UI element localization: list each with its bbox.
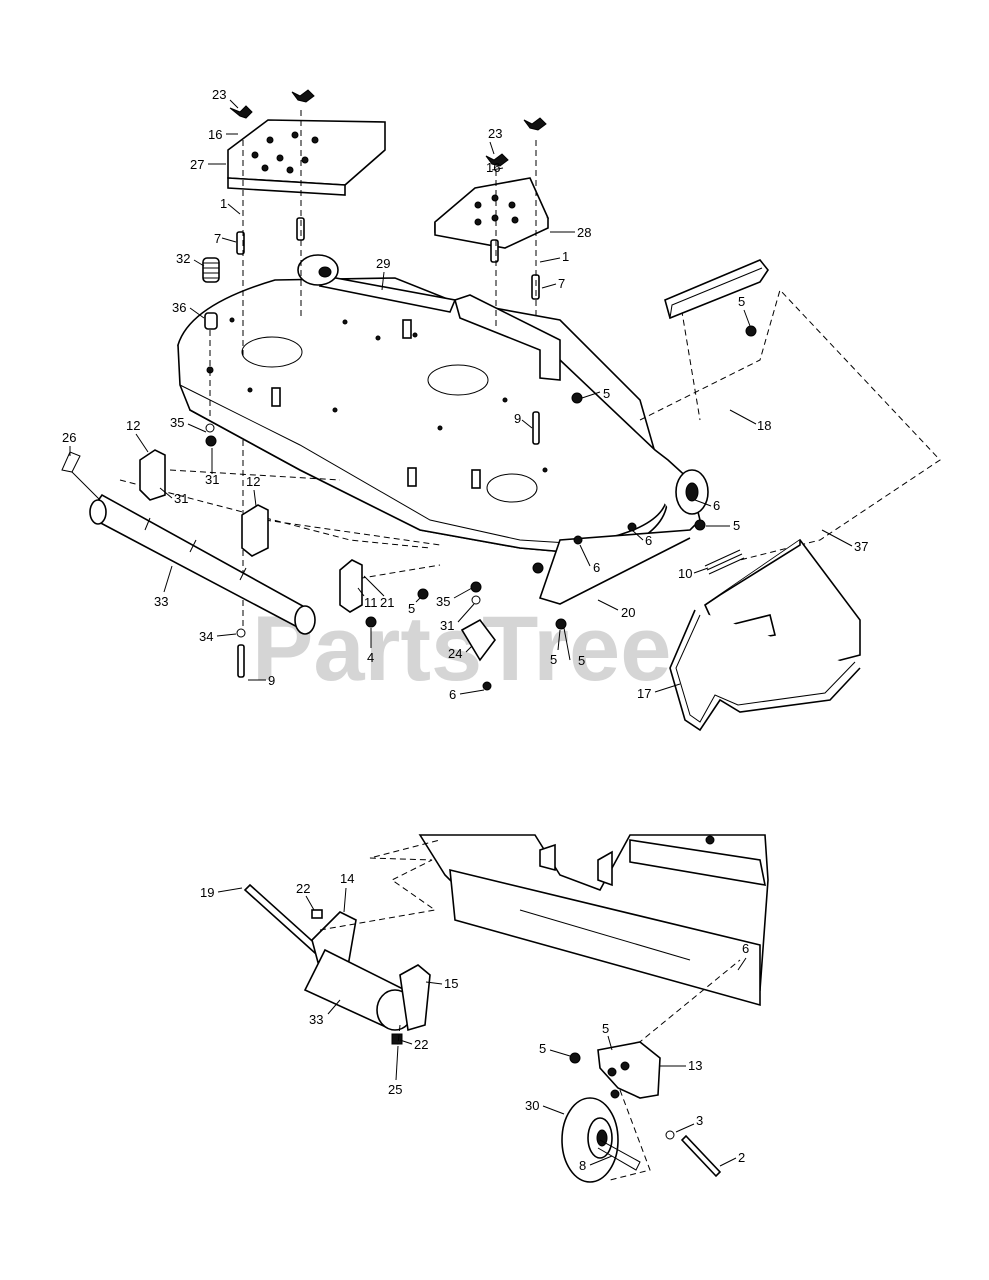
callout-10: 10 xyxy=(678,566,692,581)
callout-16b: 16 xyxy=(486,160,500,175)
callout-12b: 12 xyxy=(246,474,260,489)
callout-6d: 6 xyxy=(449,687,456,702)
callout-9b: 9 xyxy=(268,673,275,688)
callout-8: 8 xyxy=(579,1158,586,1173)
callout-31: 31 xyxy=(205,472,219,487)
callout-6c: 6 xyxy=(593,560,600,575)
anti-scalp-roller xyxy=(61,451,316,635)
callout-25: 25 xyxy=(388,1082,402,1097)
spindle-hole-right xyxy=(486,473,538,503)
step-plate-left xyxy=(227,119,386,196)
callout-5c: 5 xyxy=(733,518,740,533)
callout-22b: 22 xyxy=(414,1037,428,1052)
callout-5d: 5 xyxy=(408,601,415,616)
callout-1b: 1 xyxy=(562,249,569,264)
callout-1: 1 xyxy=(220,196,227,211)
callout-24: 24 xyxy=(448,646,462,661)
callout-23b: 23 xyxy=(488,126,502,141)
callout-31b: 31 xyxy=(174,491,188,506)
spring-10 xyxy=(704,549,745,575)
bottom-assembly xyxy=(243,834,769,1183)
watermark: PartsTree xyxy=(252,598,671,700)
callout-2: 2 xyxy=(738,1150,745,1165)
top-assembly xyxy=(61,89,941,732)
callout-6b: 6 xyxy=(645,533,652,548)
callout-5g: 5 xyxy=(602,1021,609,1036)
callout-13: 13 xyxy=(688,1058,702,1073)
callout-6e: 6 xyxy=(742,941,749,956)
callout-5f: 5 xyxy=(578,653,585,668)
callout-19: 19 xyxy=(200,885,214,900)
callout-9: 9 xyxy=(514,411,521,426)
callout-16: 16 xyxy=(208,127,222,142)
callout-32: 32 xyxy=(176,251,190,266)
callout-3: 3 xyxy=(696,1113,703,1128)
callout-26: 26 xyxy=(62,430,76,445)
callout-5e: 5 xyxy=(550,652,557,667)
callout-21: 21 xyxy=(380,595,394,610)
callout-11: 11 xyxy=(364,595,378,610)
step-plate-right xyxy=(434,177,550,249)
callout-14: 14 xyxy=(340,871,354,886)
callout-35: 35 xyxy=(170,415,184,430)
callout-5a: 5 xyxy=(738,294,745,309)
callout-15: 15 xyxy=(444,976,458,991)
callout-34: 34 xyxy=(199,629,213,644)
callout-36: 36 xyxy=(172,300,186,315)
spindle-hole-left xyxy=(241,336,303,368)
top-callouts: 23 16 27 1 7 32 36 29 23 16 28 1 7 5 5 1… xyxy=(62,87,868,702)
spindle-hole-center xyxy=(427,364,489,396)
callout-18: 18 xyxy=(757,418,771,433)
callout-12: 12 xyxy=(126,418,140,433)
callout-7b: 7 xyxy=(558,276,565,291)
bottom-callouts: 19 22 14 15 33 22 25 6 5 5 13 30 3 8 2 xyxy=(200,871,749,1173)
callout-7: 7 xyxy=(214,231,221,246)
callout-5h: 5 xyxy=(539,1041,546,1056)
callout-31c: 31 xyxy=(440,618,454,633)
callout-6a: 6 xyxy=(713,498,720,513)
callout-4: 4 xyxy=(367,650,374,665)
callout-30: 30 xyxy=(525,1098,539,1113)
spring-32 xyxy=(202,257,220,330)
callout-33: 33 xyxy=(154,594,168,609)
callout-37: 37 xyxy=(854,539,868,554)
callout-29: 29 xyxy=(376,256,390,271)
callout-5b: 5 xyxy=(603,386,610,401)
callout-35b: 35 xyxy=(436,594,450,609)
callout-28: 28 xyxy=(577,225,591,240)
callout-20: 20 xyxy=(621,605,635,620)
discharge-deflector xyxy=(669,538,861,732)
callout-23: 23 xyxy=(212,87,226,102)
callout-33b: 33 xyxy=(309,1012,323,1027)
callout-17: 17 xyxy=(637,686,651,701)
callout-22: 22 xyxy=(296,881,310,896)
callout-27: 27 xyxy=(190,157,204,172)
